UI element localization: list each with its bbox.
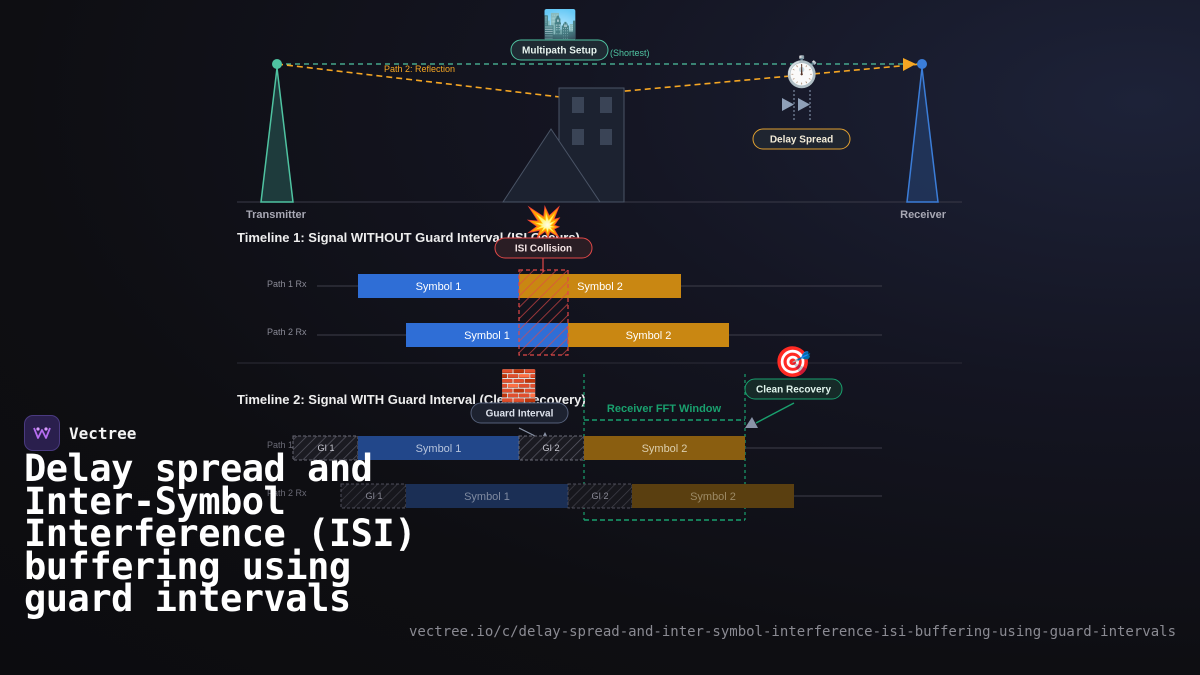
t1-p1-symbol1-label: Symbol 1	[416, 281, 462, 293]
t2-p1-gi1-label: GI 1	[317, 443, 334, 453]
t2-p1-symbol1-label: Symbol 1	[416, 443, 462, 455]
target-icon: 🎯	[774, 345, 811, 379]
stopwatch-icon: ⏱️	[783, 54, 820, 89]
collision-icon: 💥	[525, 204, 562, 240]
brick-wall-icon: 🧱	[500, 368, 537, 403]
fast-forward-icon	[782, 90, 811, 120]
t2-p2-symbol1	[406, 484, 568, 508]
t2-p1-symbol2-label: Symbol 2	[642, 443, 688, 455]
clean-recovery-label: Clean Recovery	[756, 385, 831, 396]
t2-p2-gi1	[340, 483, 407, 509]
t2-p2-symbol2	[632, 484, 794, 508]
t2-path2-label: Path 2 Rx	[267, 488, 307, 498]
t2-p2-gi2	[567, 483, 633, 509]
page-url: vectree.io/c/delay-spread-and-inter-symb…	[408, 624, 1176, 640]
building	[558, 87, 625, 203]
t1-path2-label: Path 2 Rx	[267, 327, 307, 337]
clean-pointer-head	[745, 417, 758, 428]
brand-name: Vectree	[69, 423, 137, 443]
vectree-logo-icon	[24, 415, 60, 451]
receiver-label: Receiver	[900, 209, 947, 221]
receiver-tower	[906, 59, 939, 203]
t1-p1-symbol1	[358, 274, 519, 298]
guard-interval-label: Guard Interval	[486, 409, 554, 420]
transmitter-tower	[260, 59, 294, 203]
city-icon: 🏙️	[543, 8, 578, 41]
t2-p2-gi1-label: GI 1	[365, 491, 382, 501]
multipath-setup-label: Multipath Setup	[522, 46, 597, 57]
path-arrowhead	[903, 58, 916, 71]
t2-p1-symbol2	[584, 436, 745, 460]
multipath-setup-badge	[510, 39, 609, 61]
shortest-label: (Shortest)	[610, 48, 650, 58]
hill	[502, 128, 601, 203]
t2-p2-symbol1-label: Symbol 1	[464, 491, 510, 503]
clean-pointer	[755, 402, 795, 424]
t1-path1-label: Path 1 Rx	[267, 279, 307, 289]
t2-p2-gi2-label: GI 2	[591, 491, 608, 501]
isi-collision-label: ISI Collision	[515, 244, 572, 255]
page-title: Delay spread and Inter-Symbol Interferen…	[24, 447, 416, 620]
delay-spread-label: Delay Spread	[770, 135, 833, 146]
t1-p1-symbol2-label: Symbol 2	[577, 281, 623, 293]
brand: Vectree	[24, 415, 136, 451]
delay-spread-badge	[752, 128, 851, 150]
t2-p2-symbol2-label: Symbol 2	[690, 491, 736, 503]
t2-path1-label: Path 1 Rx	[267, 440, 307, 450]
isi-overlap-region	[518, 269, 569, 356]
reflection-label: Path 2: Reflection	[384, 64, 455, 74]
t1-p2-symbol2	[568, 323, 729, 347]
timeline1-title: Timeline 1: Signal WITHOUT Guard Interva…	[237, 230, 580, 245]
transmitter-label: Transmitter	[246, 209, 307, 221]
fft-window-label: Receiver FFT Window	[607, 403, 722, 415]
t1-p2-symbol2-label: Symbol 2	[626, 330, 672, 342]
t1-p2-symbol1-label: Symbol 1	[464, 330, 510, 342]
guard-interval-badge	[470, 402, 569, 424]
t2-p1-gi2-label: GI 2	[542, 443, 559, 453]
t2-p1-symbol1	[358, 436, 519, 460]
